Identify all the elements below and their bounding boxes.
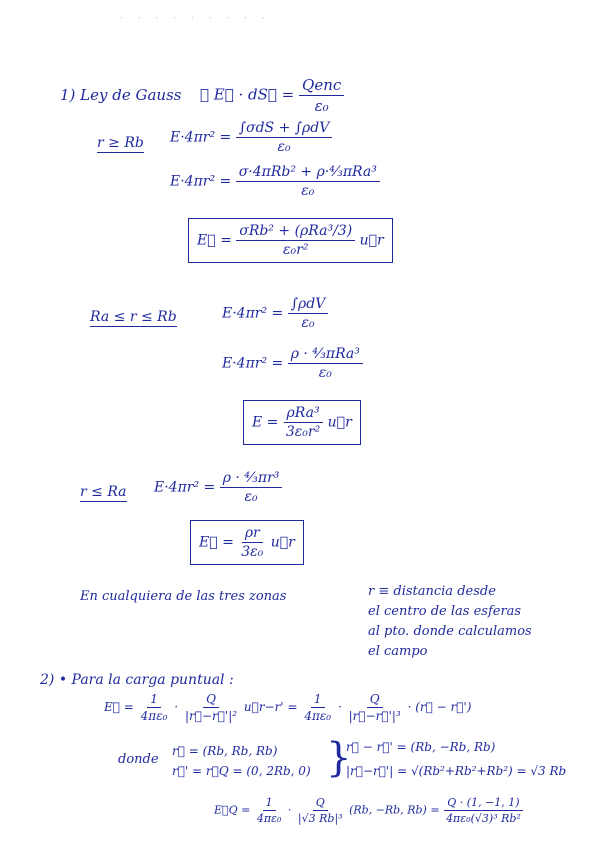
zone2-eq2-den: ε₀ bbox=[318, 365, 332, 381]
zone2-eq2: E·4πr² = ρ · ⁴⁄₃πRa³ ε₀ bbox=[222, 346, 363, 381]
note-right-line4: el campo bbox=[368, 644, 428, 659]
part2-eq-frac2: Q |r⃗−r⃗'|² bbox=[182, 692, 240, 723]
zone3-eq1-fraction: ρ · ⁴⁄₃πr³ ε₀ bbox=[219, 470, 283, 505]
zone3-result-box: E⃗ = ρr 3ε₀ u⃗r bbox=[190, 520, 304, 565]
zone1-result-den: ε₀r² bbox=[283, 242, 309, 258]
part2-eq-lhs: E⃗ = bbox=[104, 700, 134, 714]
gauss-law-equation: ∮ E⃗ · dS⃗ = Qenc ε₀ bbox=[200, 76, 345, 115]
gauss-lhs: ∮ E⃗ · dS⃗ = bbox=[200, 85, 295, 104]
part2-eq-frac2-num: Q bbox=[203, 692, 219, 708]
donde-label: donde bbox=[118, 752, 159, 767]
difference-vector: r⃗ − r⃗' = (Rb, −Rb, Rb) bbox=[346, 740, 496, 754]
zone1-eq2-fraction: σ·4πRb² + ρ·⁴⁄₃πRa³ ε₀ bbox=[235, 164, 380, 199]
zone2-eq1-lhs: E·4πr² = bbox=[222, 305, 284, 322]
final-frac1-den: 4πε₀ bbox=[256, 812, 282, 825]
zone2-eq2-fraction: ρ · ⁴⁄₃πRa³ ε₀ bbox=[287, 346, 363, 381]
zone1-result-fraction: σRb² + (ρRa³/3) ε₀r² bbox=[236, 223, 356, 258]
part2-eq-frac4-num: Q bbox=[366, 692, 383, 708]
part1-label: 1) Ley de Gauss bbox=[60, 86, 182, 104]
part2-eq-frac3: 1 4πε₀ bbox=[301, 692, 334, 723]
zone2-eq2-num: ρ · ⁴⁄₃πRa³ bbox=[287, 346, 363, 364]
part2-eq-frac4: Q |r⃗−r⃗'|³ bbox=[346, 692, 404, 723]
zone1-eq2-num: σ·4πRb² + ρ·⁴⁄₃πRa³ bbox=[235, 164, 380, 182]
zone3-result-den: 3ε₀ bbox=[241, 544, 264, 560]
zone2-result-lhs: E = bbox=[252, 414, 279, 431]
part2-eq-frac3-den: 4πε₀ bbox=[304, 709, 332, 723]
part2-eq-frac1: 1 4πε₀ bbox=[138, 692, 171, 723]
final-frac3-den: 4πε₀(√3)³ Rb² bbox=[446, 812, 521, 825]
zone2-result-unit: u⃗r bbox=[327, 414, 352, 431]
zone3-condition: r ≤ Ra bbox=[80, 484, 127, 502]
final-lhs: E⃗Q = bbox=[214, 803, 251, 817]
final-frac1-num: 1 bbox=[262, 796, 276, 811]
zone1-result-lhs: E⃗ = bbox=[197, 232, 232, 249]
part2-eq-frac1-den: 4πε₀ bbox=[140, 709, 168, 723]
note-right-line2: el centro de las esferas bbox=[368, 604, 522, 619]
difference-magnitude: |r⃗−r⃗'| = √(Rb²+Rb²+Rb²) = √3 Rb bbox=[346, 764, 567, 778]
final-frac1: 1 4πε₀ bbox=[254, 796, 285, 825]
zone2-eq1-num: ∫ρdV bbox=[287, 296, 329, 314]
zone1-eq1-lhs: E·4πr² = bbox=[170, 129, 232, 146]
final-mid: (Rb, −Rb, Rb) = bbox=[349, 803, 440, 817]
zone3-eq1-den: ε₀ bbox=[244, 489, 258, 505]
zone1-result-unit: u⃗r bbox=[359, 232, 384, 249]
zone2-eq1-fraction: ∫ρdV ε₀ bbox=[287, 296, 329, 331]
part2-eq-tail: · (r⃗ − r⃗') bbox=[407, 700, 472, 714]
note-left: En cualquiera de las tres zonas bbox=[80, 589, 287, 604]
zone1-result-box: E⃗ = σRb² + (ρRa³/3) ε₀r² u⃗r bbox=[188, 218, 393, 263]
zone1-condition: r ≥ Rb bbox=[97, 135, 144, 153]
zone1-eq1-den: ε₀ bbox=[277, 139, 291, 155]
zone3-eq1-lhs: E·4πr² = bbox=[154, 479, 216, 496]
zone2-result-fraction: ρRa³ 3ε₀r² bbox=[283, 405, 323, 440]
zone1-eq2-lhs: E·4πr² = bbox=[170, 173, 232, 190]
zone2-eq2-lhs: E·4πr² = bbox=[222, 355, 284, 372]
zone1-eq2-den: ε₀ bbox=[301, 183, 315, 199]
zone1-eq1: E·4πr² = ∫σdS + ∫ρdV ε₀ bbox=[170, 120, 333, 155]
zone2-result-num: ρRa³ bbox=[283, 405, 323, 423]
zone3-result-lhs: E⃗ = bbox=[199, 534, 234, 551]
note-right-line1: r ≡ distancia desde bbox=[368, 584, 496, 599]
zone1-eq1-fraction: ∫σdS + ∫ρdV ε₀ bbox=[235, 120, 333, 155]
zone2-result-den: 3ε₀r² bbox=[285, 424, 321, 440]
final-frac2-den: |√3 Rb|³ bbox=[297, 812, 343, 825]
part2-label: 2) • Para la carga puntual : bbox=[40, 672, 234, 688]
gauss-num: Qenc bbox=[299, 76, 345, 96]
zone3-result-fraction: ρr 3ε₀ bbox=[238, 525, 266, 560]
zone2-eq1-den: ε₀ bbox=[301, 315, 315, 331]
zone3-result-unit: u⃗r bbox=[270, 534, 295, 551]
zone1-eq2: E·4πr² = σ·4πRb² + ρ·⁴⁄₃πRa³ ε₀ bbox=[170, 164, 380, 199]
final-frac2: Q |√3 Rb|³ bbox=[295, 796, 346, 825]
part2-eq-unit: u⃗r−r' = bbox=[243, 700, 298, 714]
part2-eq-frac2-den: |r⃗−r⃗'|² bbox=[184, 709, 238, 723]
scan-smudge: · · · · · · · · · bbox=[120, 14, 271, 24]
part2-eq-frac4-den: |r⃗−r⃗'|³ bbox=[348, 709, 401, 723]
zone3-eq1: E·4πr² = ρ · ⁴⁄₃πr³ ε₀ bbox=[154, 470, 283, 505]
r-definition: r⃗ = (Rb, Rb, Rb) bbox=[172, 744, 278, 758]
zone2-result-box: E = ρRa³ 3ε₀r² u⃗r bbox=[243, 400, 361, 445]
gauss-fraction: Qenc ε₀ bbox=[299, 76, 345, 115]
zone2-eq1: E·4πr² = ∫ρdV ε₀ bbox=[222, 296, 329, 331]
gauss-den: ε₀ bbox=[314, 97, 329, 115]
final-frac2-num: Q bbox=[312, 796, 328, 811]
part2-eq-frac1-num: 1 bbox=[147, 692, 161, 708]
part2-final-equation: E⃗Q = 1 4πε₀ · Q |√3 Rb|³ (Rb, −Rb, Rb) … bbox=[214, 796, 524, 825]
zone1-eq1-num: ∫σdS + ∫ρdV bbox=[235, 120, 333, 138]
final-frac3-num: Q · (1, −1, 1) bbox=[444, 796, 523, 811]
zone3-eq1-num: ρ · ⁴⁄₃πr³ bbox=[219, 470, 283, 488]
zone2-condition: Ra ≤ r ≤ Rb bbox=[90, 309, 177, 327]
r-prime-definition: r⃗' = r⃗Q = (0, 2Rb, 0) bbox=[172, 764, 311, 778]
part2-eq-frac3-num: 1 bbox=[310, 692, 325, 708]
final-frac3: Q · (1, −1, 1) 4πε₀(√3)³ Rb² bbox=[443, 796, 524, 825]
zone3-result-num: ρr bbox=[241, 525, 263, 543]
zone1-result-num: σRb² + (ρRa³/3) bbox=[236, 223, 356, 241]
brace: } bbox=[326, 735, 352, 781]
note-right-line3: al pto. donde calculamos bbox=[368, 624, 532, 639]
part2-field-equation: E⃗ = 1 4πε₀ · Q |r⃗−r⃗'|² u⃗r−r' = 1 4πε… bbox=[104, 692, 472, 723]
